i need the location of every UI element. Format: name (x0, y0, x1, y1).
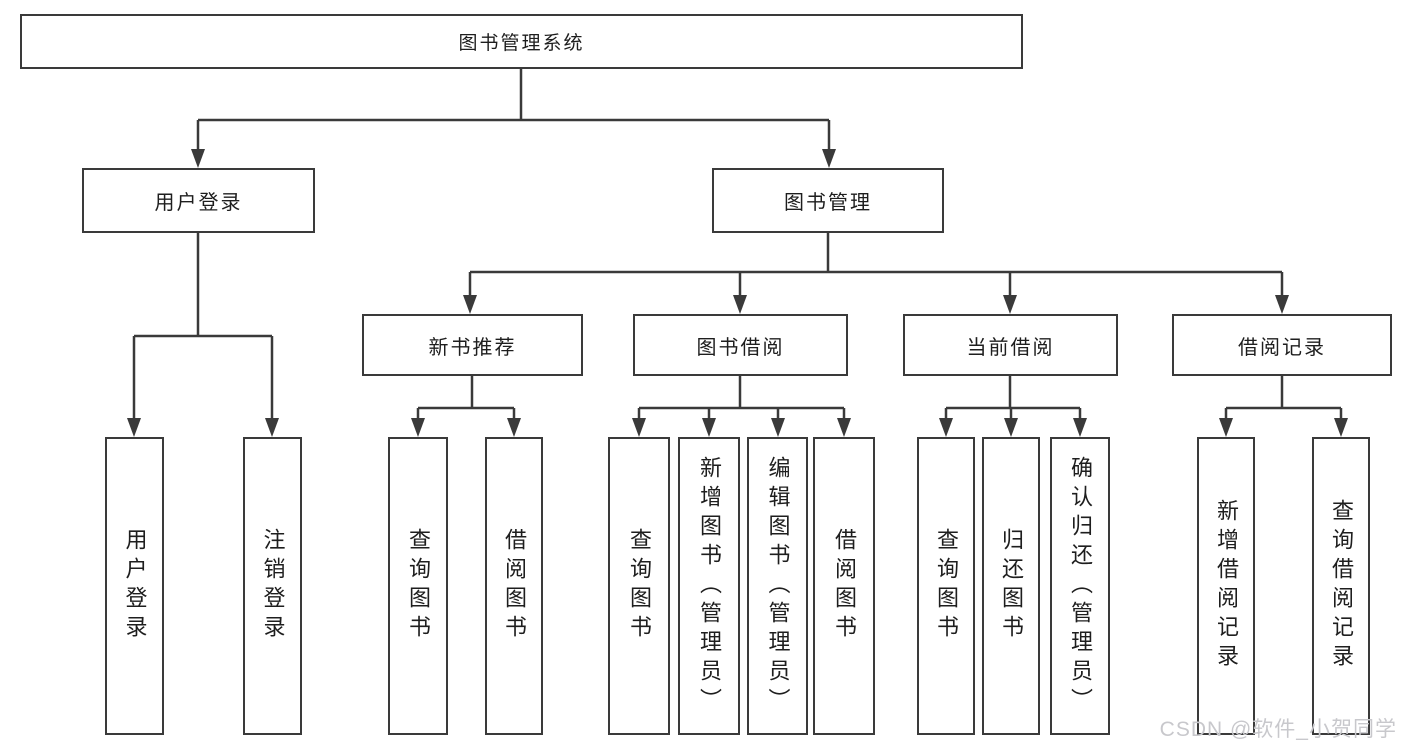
leaf-query-book-2-label: 查询图书 (627, 528, 652, 644)
leaf-query-book-3: 查询图书 (917, 437, 975, 735)
leaf-user-login-label: 用户登录 (122, 528, 148, 644)
csdn-watermark: CSDN @软件_小贺同学 (1159, 718, 1397, 741)
leaf-confirm-return-admin: 确认归还（管理员） (1050, 437, 1110, 735)
node-book-borrow: 图书借阅 (633, 314, 848, 376)
leaf-add-borrow-record-label: 新增借阅记录 (1214, 499, 1239, 673)
leaf-edit-book-admin: 编辑图书（管理员） (747, 437, 808, 735)
leaf-logout: 注销登录 (243, 437, 302, 735)
leaf-confirm-return-admin-label: 确认归还（管理员） (1068, 455, 1093, 717)
leaf-return-book: 归还图书 (982, 437, 1040, 735)
leaf-borrow-book-2-label: 借阅图书 (832, 528, 857, 644)
leaf-add-book-admin: 新增图书（管理员） (678, 437, 740, 735)
node-borrow-records: 借阅记录 (1172, 314, 1392, 376)
node-current-borrow: 当前借阅 (903, 314, 1118, 376)
node-book-management: 图书管理 (712, 168, 944, 233)
leaf-add-book-admin-label: 新增图书（管理员） (697, 455, 722, 717)
leaf-query-book-3-label: 查询图书 (934, 528, 959, 644)
leaf-edit-book-admin-label: 编辑图书（管理员） (765, 455, 791, 717)
leaf-borrow-book-2: 借阅图书 (813, 437, 875, 735)
node-user-login: 用户登录 (82, 168, 315, 233)
leaf-query-borrow-record-label: 查询借阅记录 (1329, 499, 1354, 673)
leaf-logout-label: 注销登录 (260, 528, 286, 644)
leaf-query-book-1: 查询图书 (388, 437, 448, 735)
leaf-user-login: 用户登录 (105, 437, 164, 735)
leaf-add-borrow-record: 新增借阅记录 (1197, 437, 1255, 735)
leaf-query-borrow-record: 查询借阅记录 (1312, 437, 1370, 735)
leaf-borrow-book-1-label: 借阅图书 (502, 528, 527, 644)
arrowheads (127, 149, 1348, 437)
leaf-query-book-1-label: 查询图书 (406, 528, 431, 644)
leaf-query-book-2: 查询图书 (608, 437, 670, 735)
leaf-borrow-book-1: 借阅图书 (485, 437, 543, 735)
node-new-book-recommend: 新书推荐 (362, 314, 583, 376)
node-root: 图书管理系统 (20, 14, 1023, 69)
leaf-return-book-label: 归还图书 (999, 528, 1024, 644)
